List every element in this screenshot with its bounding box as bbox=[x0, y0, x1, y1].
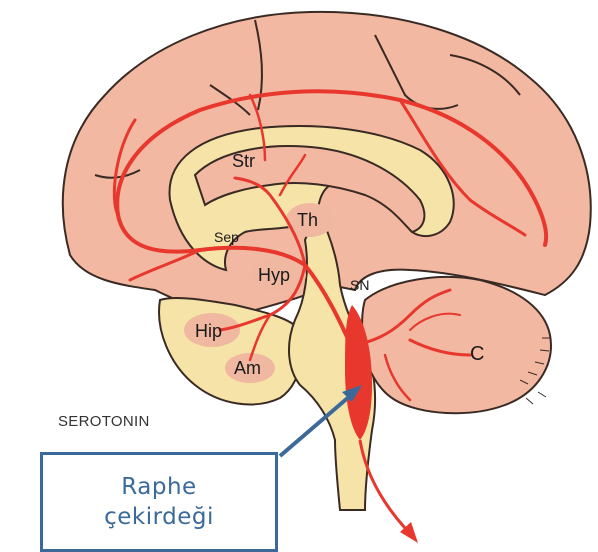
label-sn: SN bbox=[350, 277, 369, 293]
label-hip: Hip bbox=[195, 321, 222, 341]
diagram-title: SEROTONIN bbox=[58, 413, 150, 430]
label-hyp: Hyp bbox=[258, 265, 290, 285]
label-str: Str bbox=[232, 151, 255, 171]
label-c: C bbox=[470, 343, 484, 365]
temporal-lobe bbox=[159, 298, 302, 405]
callout-line-2: çekirdeği bbox=[104, 502, 214, 532]
cerebellum bbox=[362, 277, 551, 413]
callout-line-1: Raphe bbox=[121, 472, 196, 502]
label-sep: Sep bbox=[214, 229, 239, 245]
label-am: Am bbox=[234, 358, 261, 378]
label-th: Th bbox=[297, 210, 318, 230]
raphe-callout-box: Raphe çekirdeği bbox=[40, 452, 278, 552]
